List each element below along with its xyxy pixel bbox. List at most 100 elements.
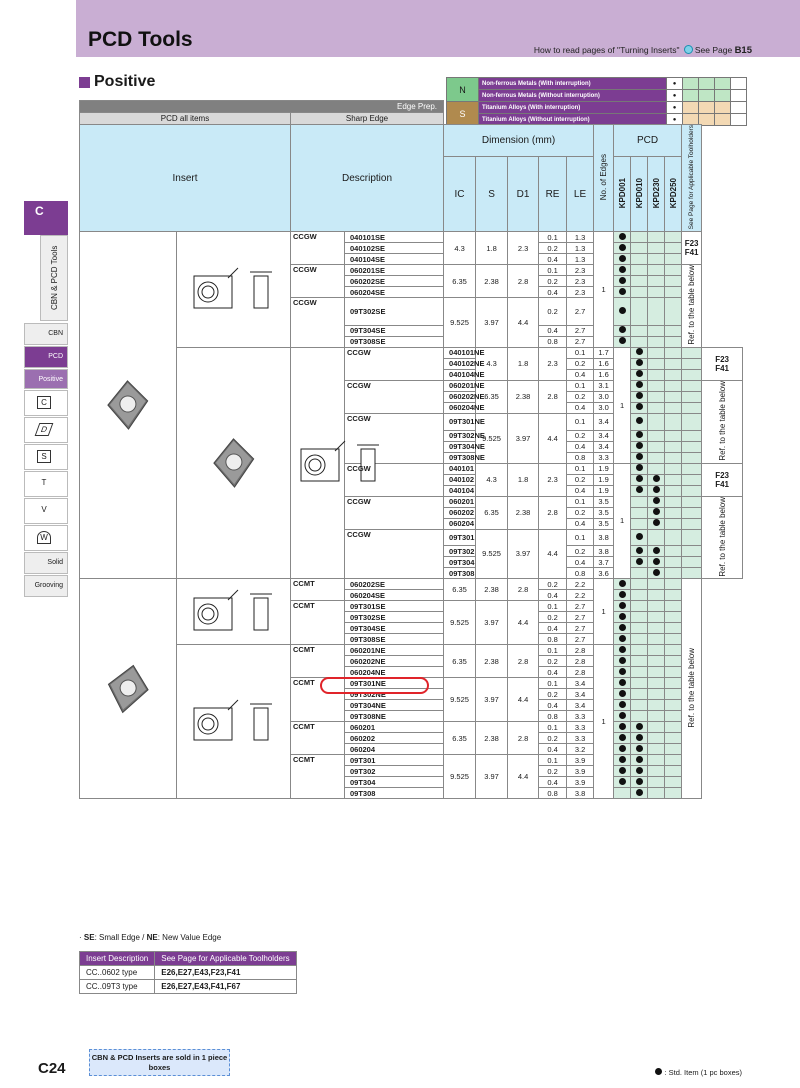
dim-re: 0.4 — [538, 666, 568, 679]
side-nav-shape-c[interactable]: C — [24, 390, 68, 416]
desc-code: 060204NE — [443, 401, 484, 414]
grade-cell — [630, 297, 649, 326]
grade-cell — [681, 412, 703, 431]
side-category-label[interactable]: CBN & PCD Tools — [40, 235, 68, 321]
side-tab-c[interactable]: C — [24, 201, 68, 235]
dim-le: 1.9 — [593, 484, 615, 497]
std-dot-icon — [618, 733, 626, 741]
grade-cell — [613, 699, 632, 712]
holder-pages[interactable]: E26,E27,E43,F23,F41 — [154, 965, 297, 980]
std-dot-icon — [618, 243, 626, 251]
grade-cell — [630, 699, 649, 712]
grade-cell — [647, 412, 666, 431]
dim-le: 3.8 — [566, 787, 595, 800]
std-text: : Std. Item (1 pc boxes) — [664, 1068, 742, 1077]
grade-cell — [647, 495, 666, 508]
grade-cell — [630, 567, 649, 580]
grade-cell — [630, 462, 649, 475]
side-nav-shape-d[interactable]: D — [24, 417, 68, 443]
holder-pages[interactable]: E26,E27,E43,F41,F67 — [154, 979, 297, 994]
holder-ref[interactable]: Ref. to the table below — [681, 578, 703, 800]
side-nav-shape-t[interactable]: T — [24, 471, 68, 497]
holder-ref[interactable]: Ref. to the table below — [701, 379, 743, 464]
grade-cell — [647, 484, 666, 497]
holder-type: CC..09T3 type — [78, 979, 156, 994]
grade-cell — [630, 231, 649, 244]
grade-cell — [630, 253, 649, 266]
side-nav-cbn[interactable]: CBN — [24, 323, 68, 345]
legend-row: Non-ferrous Metals (With interruption) — [478, 77, 667, 90]
grade-cell — [681, 473, 703, 486]
see-page-header: See Page for Applicable Toolholders — [688, 125, 696, 230]
prefix-text: CCMT — [293, 645, 315, 655]
std-dot-icon — [635, 546, 643, 554]
prefix-text: CCGW — [347, 413, 371, 423]
grade-cell — [647, 390, 666, 403]
legend-row: Non-ferrous Metals (Without interruption… — [478, 89, 667, 102]
note-page-link[interactable]: B15 — [734, 45, 752, 56]
dim-re: 0.4 — [538, 622, 568, 635]
desc-code: 040101SE — [343, 231, 445, 244]
dim-s: 3.97 — [475, 677, 509, 723]
grade-cell — [613, 787, 632, 800]
grade-cell — [613, 765, 632, 778]
grade-cell — [647, 677, 666, 690]
holder-ref[interactable]: Ref. to the table below — [681, 264, 703, 348]
dim-d1: 2.8 — [507, 264, 540, 299]
grade-cell — [630, 335, 649, 348]
grade-cell — [647, 401, 666, 414]
grade-cell — [630, 506, 649, 519]
dim-re: 0.4 — [566, 556, 595, 569]
dim-re: 0.1 — [566, 346, 595, 359]
grade-cell — [647, 688, 666, 701]
side-nav-shape-w[interactable]: W — [24, 525, 68, 551]
side-nav-positive[interactable]: Positive — [24, 369, 68, 389]
edges-cell: 1 — [613, 346, 632, 464]
page-title: PCD Tools — [88, 28, 193, 51]
desc-code: 060201SE — [343, 264, 445, 277]
grade-cell — [664, 346, 683, 359]
grade-cell — [647, 710, 666, 723]
dim-d1: 2.3 — [507, 231, 540, 266]
dim-le: 3.3 — [593, 451, 615, 464]
std-dot-icon — [652, 568, 660, 576]
side-nav-solid[interactable]: Solid — [24, 552, 68, 574]
grade-cell — [630, 754, 649, 767]
dim-le: 1.3 — [566, 231, 595, 244]
side-nav-pcd[interactable]: PCD — [24, 346, 68, 368]
dim-re: 0.4 — [566, 401, 595, 414]
desc-code: 060202 — [443, 506, 477, 519]
side-nav-shape-s[interactable]: S — [24, 444, 68, 470]
dim-ic: 9.525 — [443, 754, 477, 800]
col-d1: D1 — [507, 156, 540, 233]
std-dot-icon — [635, 359, 643, 367]
std-dot-icon — [635, 392, 643, 400]
grade-cell — [613, 754, 632, 767]
std-dot-icon — [618, 326, 626, 334]
dim-le: 1.3 — [566, 242, 595, 255]
grade-cell — [681, 368, 703, 381]
grade-cell — [630, 242, 649, 255]
dim-re: 0.4 — [538, 743, 568, 756]
insert-header: Insert — [79, 123, 291, 233]
dim-le: 2.7 — [566, 600, 595, 613]
holder-ref[interactable]: Ref. to the table below — [701, 495, 743, 580]
std-dot-icon — [618, 678, 626, 686]
desc-code: 040104SE — [343, 253, 445, 266]
dim-le: 3.3 — [566, 721, 595, 734]
holder-type: CC..0602 type — [78, 965, 156, 980]
dim-le: 3.8 — [593, 528, 615, 547]
desc-code: 09T304NE — [343, 699, 445, 712]
highlight-oval — [320, 677, 429, 694]
grade-cell — [681, 517, 703, 530]
insert-drawing-cell — [176, 578, 291, 646]
side-nav-shape-v[interactable]: V — [24, 498, 68, 524]
side-nav-grooving[interactable]: Grooving — [24, 575, 68, 597]
grade-cell — [647, 324, 666, 337]
std-dot-icon — [618, 337, 626, 345]
grade-cell — [664, 677, 683, 690]
